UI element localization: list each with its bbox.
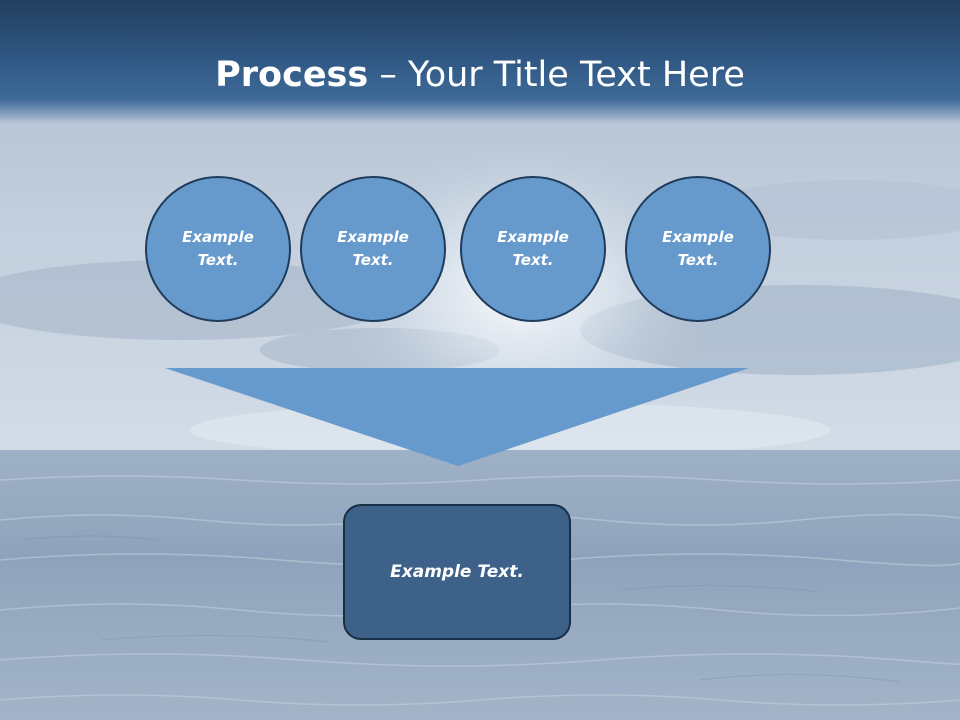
circle-label: Example Text. <box>662 228 734 269</box>
slide-title: Process – Your Title Text Here <box>0 52 960 98</box>
funnel-arrow <box>165 368 749 466</box>
title-rest-part: – Your Title Text Here <box>368 55 745 95</box>
process-step-circle-1: Example Text. <box>145 176 291 322</box>
result-label: Example Text. <box>390 562 524 582</box>
title-band <box>0 0 960 124</box>
process-step-circle-4: Example Text. <box>625 176 771 322</box>
process-step-circle-2: Example Text. <box>300 176 446 322</box>
circle-label: Example Text. <box>182 228 254 269</box>
title-bold-part: Process <box>215 55 369 95</box>
result-box: Example Text. <box>343 504 571 640</box>
process-step-circle-3: Example Text. <box>460 176 606 322</box>
circle-label: Example Text. <box>497 228 569 269</box>
circle-label: Example Text. <box>337 228 409 269</box>
